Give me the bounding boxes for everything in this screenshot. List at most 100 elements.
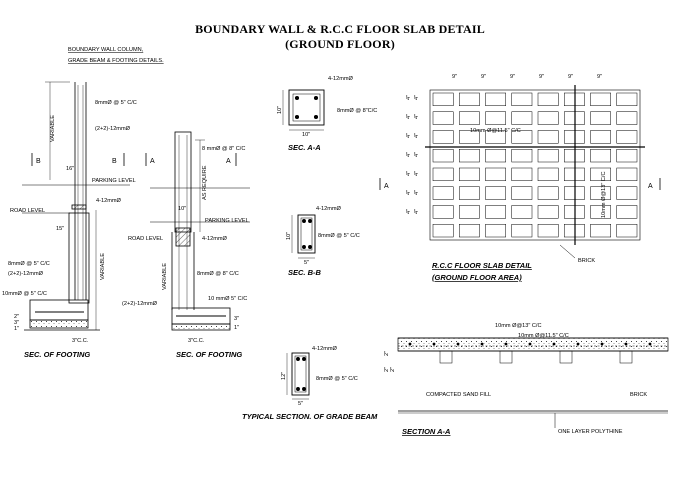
section-aa-bar2: 10mm Ø@11.5" C/C	[518, 333, 569, 339]
slab-top-dim: 9"	[510, 74, 515, 80]
f1-dim-2: 2"	[14, 314, 19, 320]
section-aa-rebar-dot	[432, 342, 436, 346]
col-detail-header-1: BOUNDARY WALL COLUMN,	[68, 47, 144, 53]
sec-aa-dim-w: 10"	[302, 132, 310, 138]
slab-side-dim: 4"	[406, 190, 412, 195]
section-aa-caption: SECTION A-A	[402, 427, 450, 436]
section-aa-rebar-dot	[600, 342, 604, 346]
section-aa-rebar-dot	[648, 342, 652, 346]
slab-section-marks	[379, 178, 661, 190]
slab-side-dim: 4"	[414, 114, 420, 119]
f1-ring2: 8mmØ @ 5" C/C	[8, 261, 50, 267]
slab-bar-x: 10mm Ø@11.5" C/C	[470, 128, 521, 134]
f2-sec-a-left: A	[150, 158, 155, 165]
section-aa-rebar-dot	[624, 342, 628, 346]
f2-variable: VARIABLE	[162, 263, 168, 290]
f2-dim-3: 3"	[234, 316, 239, 322]
f1-dim-16: 16"	[66, 166, 74, 172]
f2-dim-10: 10"	[178, 206, 186, 212]
section-aa-rebar-dot	[456, 342, 460, 346]
f1-cc: 3"C.C.	[72, 338, 89, 344]
f2-cc: 3"C.C.	[188, 338, 205, 344]
f2-parking: PARKING LEVEL	[205, 218, 249, 224]
slab-brick: BRICK	[578, 258, 595, 264]
section-aa-rebar-dot	[528, 342, 532, 346]
slab-side-dim: 4"	[406, 209, 412, 214]
section-aa-brick-pad	[499, 350, 513, 364]
gb-bars: 4-12mmØ	[312, 346, 338, 352]
drawing-subtitle: (GROUND FLOOR)	[285, 37, 395, 51]
slab-side-dim: 4"	[414, 133, 420, 138]
sec-bb-bars: 4-12mmØ	[316, 206, 342, 212]
f1-road: ROAD LEVEL	[10, 208, 45, 214]
f1-sec-b-left: B	[36, 158, 41, 165]
f1-dim-15: 15"	[56, 226, 64, 232]
f2-dim-1: 1"	[234, 325, 239, 331]
section-aa-dim-a: 2"	[384, 351, 390, 356]
drawing-title: BOUNDARY WALL & R.C.C FLOOR SLAB DETAIL	[195, 22, 485, 36]
slab-top-dim: 9"	[481, 74, 486, 80]
f1-dim-1: 1"	[14, 326, 19, 332]
f1-variable-bottom: VARIABLE	[100, 253, 106, 280]
section-aa-bar-dots	[408, 342, 652, 364]
f1-caption: SEC. OF FOOTING	[24, 350, 90, 359]
section-aa-brick: BRICK	[630, 392, 647, 398]
section-aa-rebar-dot	[576, 342, 580, 346]
sec-bb-caption: SEC. B-B	[288, 268, 322, 277]
f2-road: ROAD LEVEL	[128, 236, 163, 242]
slab-top-dim: 9"	[597, 74, 602, 80]
sec-bb-ties: 8mmØ @ 5" C/C	[318, 233, 360, 239]
section-aa-slab-drawing	[397, 337, 669, 414]
slab-side-dim: 4"	[406, 95, 412, 100]
section-aa-poly: ONE LAYER POLYTHINE	[558, 429, 623, 435]
slab-side-dim: 4"	[414, 190, 420, 195]
sec-aa-dim-h: 10"	[277, 106, 283, 114]
section-aa-rebar-dot	[504, 342, 508, 346]
sec-aa-drawing	[282, 89, 325, 131]
slab-top-dims: 9"9"9"9"9"9"	[452, 74, 602, 80]
f2-ring2: 8mmØ @ 8" C/C	[197, 271, 239, 277]
section-aa-rebar-dot	[480, 342, 484, 346]
slab-top-dim: 9"	[568, 74, 573, 80]
slab-bar-y: 10mm Ø@13" C/C	[601, 171, 607, 218]
section-aa-rebar-dot	[552, 342, 556, 346]
slab-side-dim: 4"	[414, 171, 420, 176]
f1-mesh: 10mmØ @ 5" C/C	[2, 291, 47, 297]
section-aa-dim-c: 2"	[390, 367, 396, 372]
slab-caption-1: R.C.C FLOOR SLAB DETAIL	[432, 261, 532, 270]
section-aa-brick-pad	[439, 350, 453, 364]
sec-bb-drawing	[291, 214, 316, 259]
footing-1-drawing	[22, 81, 130, 331]
section-aa-sand: COMPACTED SAND FILL	[426, 392, 491, 398]
f2-caption: SEC. OF FOOTING	[176, 350, 242, 359]
section-aa-brick-pad	[619, 350, 633, 364]
grade-beam-drawing	[286, 352, 310, 400]
f2-mesh: 10 mmØ 5" C/C	[208, 296, 247, 302]
sec-aa-caption: SEC. A-A	[288, 143, 321, 152]
f1-sec-b-right: B	[112, 158, 117, 165]
slab-top-dim: 9"	[452, 74, 457, 80]
f2-sec-a-right: A	[226, 158, 231, 165]
section-aa-brick-pad	[559, 350, 573, 364]
slab-plan-grid	[425, 85, 645, 245]
f2-as-require: AS REQUIRE	[202, 165, 208, 200]
sec-aa-bars: 4-12mmØ	[328, 76, 354, 82]
f1-beam-bars: 4-12mmØ	[96, 198, 122, 204]
slab-brick-leader	[559, 244, 576, 259]
f2-beam-bars: 4-12mmØ	[202, 236, 228, 242]
f1-dim-3: 3"	[14, 320, 19, 326]
slab-sec-right: A	[648, 183, 653, 190]
footing-2-drawing	[150, 131, 250, 331]
section-aa-dim-b: 2"	[384, 367, 390, 372]
slab-side-dim: 4"	[406, 171, 412, 176]
gb-dim-w: 5"	[298, 401, 303, 407]
col-detail-header-2: GRADE BEAM & FOOTING DETAILS.	[68, 58, 164, 64]
f1-variable-top: VARIABLE	[50, 115, 56, 142]
gb-caption: TYPICAL SECTION. OF GRADE BEAM	[242, 412, 378, 421]
f1-bars2: (2+2)-12mmØ	[8, 271, 44, 277]
slab-sec-left: A	[384, 183, 389, 190]
f2-ring-note: 8 mmØ @ 8" C/C	[202, 146, 245, 152]
f1-ring-note: 8mmØ @ 5" C/C	[95, 100, 137, 106]
slab-side-dim: 4"	[414, 152, 420, 157]
